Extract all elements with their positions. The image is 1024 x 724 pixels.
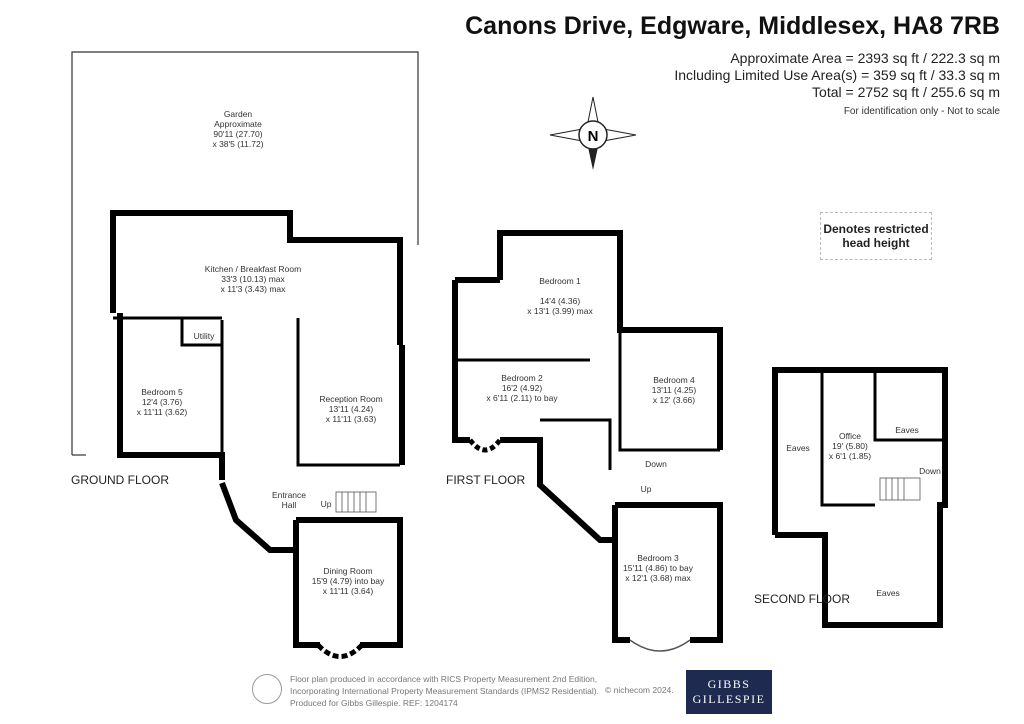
- bedroom5-dim: x 11'11 (3.62): [137, 407, 188, 417]
- approximate-area: Approximate Area = 2393 sq ft / 222.3 sq…: [730, 50, 1000, 66]
- compass: N: [549, 96, 637, 170]
- ground-floor-label: GROUND FLOOR: [71, 473, 170, 487]
- bedroom5-label: Bedroom 5: [141, 387, 183, 397]
- reception-dim: 13'11 (4.24): [329, 404, 374, 414]
- garden-label: Approximate: [214, 119, 262, 129]
- second-floor-label: SECOND FLOOR: [754, 592, 851, 606]
- dining-label: Dining Room: [323, 566, 372, 576]
- restricted-head-height-legend: Denotes restricted head height: [820, 212, 932, 260]
- dining-bay-window: [316, 643, 364, 659]
- garden-dim: x 38'5 (11.72): [212, 139, 263, 149]
- bedroom4-label: Bedroom 4: [653, 375, 695, 385]
- bedroom2-bay-window: [468, 438, 502, 453]
- stairs-up-label: Up: [321, 499, 332, 509]
- office-dim: 19' (5.80): [832, 441, 868, 451]
- logo-text: GIBBS: [707, 677, 751, 691]
- bedroom1-dim: 14'4 (4.36): [540, 296, 581, 306]
- bedroom3-dim: x 12'1 (3.68) max: [625, 573, 691, 583]
- total-area: Total = 2752 sq ft / 255.6 sq m: [812, 84, 1000, 100]
- dining-dim: 15'9 (4.79) into bay: [312, 576, 385, 586]
- kitchen-dim: 33'3 (10.13) max: [221, 274, 285, 284]
- office-label: Office: [839, 431, 861, 441]
- hall-label: Entrance: [272, 490, 306, 500]
- kitchen-dim: x 11'3 (3.43) max: [221, 284, 287, 294]
- room-labels: Garden Approximate 90'11 (27.70) x 38'5 …: [137, 109, 941, 598]
- first-floor-walls: [452, 230, 723, 643]
- bedroom3-bay-window: [629, 639, 691, 652]
- footer-line: Produced for Gibbs Gillespie. REF: 12041…: [290, 698, 458, 708]
- stairs-up-label: Up: [641, 484, 652, 494]
- utility-label: Utility: [194, 331, 216, 341]
- kitchen-label: Kitchen / Breakfast Room: [205, 264, 301, 274]
- second-floor-walls: [772, 367, 948, 628]
- legend-text: head height: [842, 236, 910, 250]
- legend-text: Denotes restricted: [823, 222, 929, 236]
- reception-dim: x 11'11 (3.63): [326, 414, 377, 424]
- footer-line: Incorporating International Property Mea…: [290, 686, 599, 696]
- footer-text: Floor plan produced in accordance with R…: [290, 673, 599, 709]
- bedroom3-dim: 15'11 (4.86) to bay: [623, 563, 694, 573]
- ground-floor-walls: [110, 210, 405, 648]
- garden-label: Garden: [224, 109, 253, 119]
- stairs-down-label: Down: [919, 466, 941, 476]
- staircase-ground: [335, 491, 377, 513]
- bedroom4-dim: x 12' (3.66): [653, 395, 695, 405]
- scale-note: For identification only - Not to scale: [843, 106, 1000, 117]
- stairs-down-label: Down: [645, 459, 667, 469]
- garden-dim: 90'11 (27.70): [213, 129, 262, 139]
- staircase-second: [879, 477, 921, 501]
- first-floor-label: FIRST FLOOR: [446, 473, 526, 487]
- bedroom3-label: Bedroom 3: [637, 553, 679, 563]
- eaves-label: Eaves: [895, 425, 919, 435]
- limited-use-area: Including Limited Use Area(s) = 359 sq f…: [674, 67, 1000, 83]
- footer-line: Floor plan produced in accordance with R…: [290, 674, 598, 684]
- bedroom2-label: Bedroom 2: [501, 373, 543, 383]
- eaves-label: Eaves: [786, 443, 810, 453]
- bedroom5-dim: 12'4 (3.76): [142, 397, 183, 407]
- bedroom2-dim: 16'2 (4.92): [502, 383, 543, 393]
- reception-label: Reception Room: [319, 394, 382, 404]
- office-dim: x 6'1 (1.85): [829, 451, 871, 461]
- bedroom1-label: Bedroom 1: [539, 276, 581, 286]
- bedroom4-dim: 13'11 (4.25): [652, 385, 697, 395]
- gibbs-gillespie-logo: GIBBS GILLESPIE: [686, 670, 772, 714]
- logo-text: GILLESPIE: [692, 692, 766, 706]
- bedroom2-dim: x 6'11 (2.11) to bay: [486, 393, 558, 403]
- property-address-title: Canons Drive, Edgware, Middlesex, HA8 7R…: [465, 12, 1000, 40]
- bedroom1-dim: x 13'1 (3.99) max: [527, 306, 593, 316]
- eaves-label: Eaves: [876, 588, 900, 598]
- hall-label: Hall: [282, 500, 297, 510]
- garden-boundary: [71, 51, 419, 455]
- copyright: © nichecom 2024.: [605, 685, 674, 695]
- person-scale-icon: [252, 674, 282, 704]
- dining-dim: x 11'11 (3.64): [323, 586, 374, 596]
- compass-north-label: N: [588, 128, 599, 145]
